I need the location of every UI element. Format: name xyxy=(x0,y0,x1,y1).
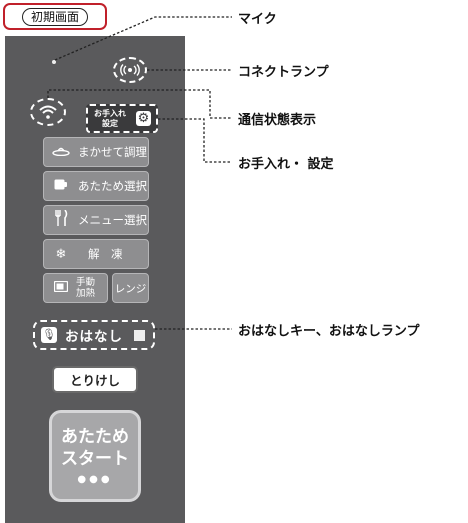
fork-knife-icon xyxy=(50,209,72,230)
callout-care-settings: お手入れ・ 設定 xyxy=(238,157,334,172)
callout-talk-key: おはなしキー、おはなしランプ xyxy=(238,324,420,339)
microphone-icon: 🎙 xyxy=(41,327,57,343)
comm-status-display xyxy=(30,98,66,126)
talk-key-label: おはなし xyxy=(65,329,123,345)
menu-select-button[interactable]: メニュー選択 xyxy=(43,205,149,235)
connect-lamp xyxy=(113,57,147,83)
cancel-button[interactable]: とりけし xyxy=(52,366,138,393)
initial-screen-text: 初期画面 xyxy=(21,7,88,26)
start-line1: あたため xyxy=(61,427,129,447)
microwave-icon xyxy=(50,280,72,296)
snowflake-icon: ❄ xyxy=(55,246,67,262)
talk-key[interactable]: 🎙 おはなし xyxy=(33,320,155,350)
cup-icon xyxy=(50,179,72,194)
callout-connect-lamp: コネクトランプ xyxy=(238,65,329,80)
dish-icon xyxy=(50,145,72,160)
auto-cook-button[interactable]: まかせて調理 xyxy=(43,137,149,167)
grid-lamp-icon xyxy=(134,329,145,341)
manual-line2: 加熱 xyxy=(76,288,96,299)
gear-icon: ⚙ xyxy=(136,111,151,126)
care-settings-button[interactable]: お手入れ 設定 ⚙ xyxy=(86,104,158,133)
mic-leader-line xyxy=(54,16,232,61)
manual-heat-label: 手動 加熱 xyxy=(76,277,95,299)
range-label: レンジ xyxy=(114,282,147,295)
warm-select-label: あたため選択 xyxy=(78,179,147,193)
menu-select-label: メニュー選択 xyxy=(78,213,147,227)
wifi-icon xyxy=(39,105,57,119)
care-line2: 設定 xyxy=(102,118,118,128)
care-settings-label: お手入れ 設定 xyxy=(94,109,126,129)
defrost-label: 解 凍 xyxy=(88,247,123,261)
microphone-hole xyxy=(52,60,56,64)
warm-start-button[interactable]: あたため スタート ●●● xyxy=(49,410,141,502)
auto-cook-label: まかせて調理 xyxy=(78,145,147,159)
care-settings-leader-line xyxy=(158,118,232,163)
comm-status-leader-line xyxy=(47,89,232,119)
warm-select-button[interactable]: あたため選択 xyxy=(43,171,149,201)
start-dots: ●●● xyxy=(77,474,113,485)
callout-comm-status: 通信状態表示 xyxy=(238,113,317,128)
manual-heat-button[interactable]: 手動 加熱 xyxy=(43,273,108,303)
manual-line1: 手動 xyxy=(76,277,96,288)
defrost-button[interactable]: ❄ 解 凍 xyxy=(43,239,149,269)
callout-mic: マイク xyxy=(238,12,277,27)
cancel-label: とりけし xyxy=(69,373,120,388)
care-line1: お手入れ xyxy=(94,108,126,118)
range-button[interactable]: レンジ xyxy=(112,273,149,303)
start-line2: スタート xyxy=(61,449,129,469)
initial-screen-label: 初期画面 xyxy=(3,3,107,30)
signal-broadcast-icon xyxy=(120,64,140,76)
